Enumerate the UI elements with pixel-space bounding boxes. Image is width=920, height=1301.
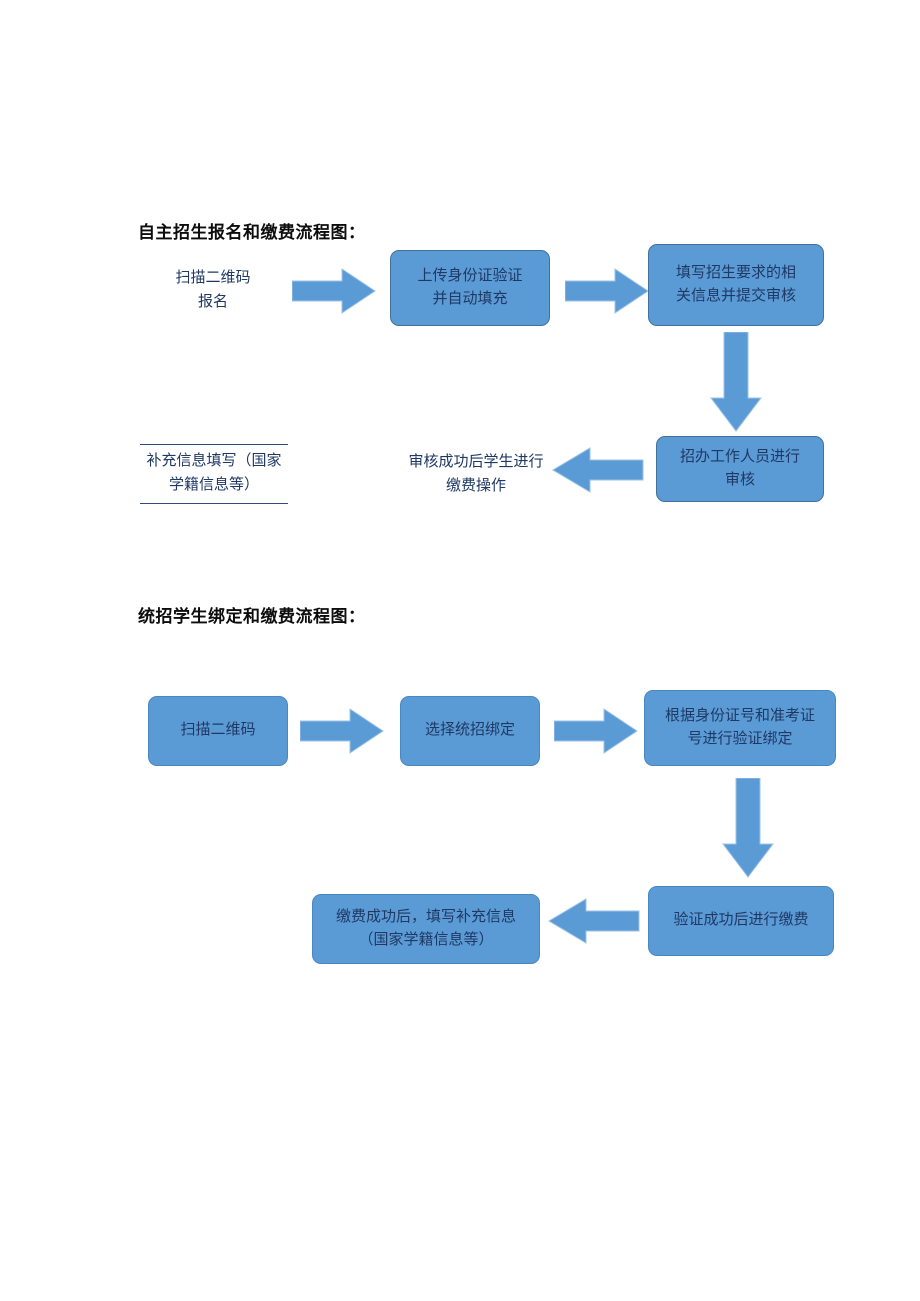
arrow-verify-to-pay: [722, 778, 774, 878]
box-supplement-info-unified-line2: （国家学籍信息等）: [358, 932, 494, 948]
box-fill-admission-info-line1: 填写招生要求的相: [675, 264, 796, 281]
box-fill-admission-info-line2: 关信息并提交审核: [675, 288, 796, 304]
node-pay-after-review: 审核成功后学生进行 缴费操作: [392, 450, 560, 499]
node-supplement-info-self: 补充信息填写（国家 学籍信息等）: [140, 444, 288, 504]
box-upload-id-verify: 上传身份证验证 并自动填充: [390, 250, 550, 326]
arrow-scan-to-choose: [300, 708, 384, 754]
node-scan-qr-signup: 扫描二维码 报名: [148, 266, 278, 315]
box-scan-qr: 扫描二维码: [148, 696, 288, 766]
box-staff-review: 招办工作人员进行 审核: [656, 436, 824, 502]
arrow-review-to-pay: [552, 447, 644, 493]
box-verify-binding: 根据身份证号和准考证 号进行验证绑定: [644, 690, 836, 766]
box-staff-review-line2: 审核: [724, 472, 755, 488]
box-choose-unified-binding-label: 选择统招绑定: [424, 722, 515, 739]
arrow-choose-to-verify: [554, 708, 638, 754]
node-supplement-info-self-line1: 补充信息填写（国家: [146, 453, 282, 469]
box-supplement-info-unified-line1: 缴费成功后，填写补充信息: [335, 908, 516, 925]
node-scan-qr-signup-line2: 报名: [197, 294, 228, 311]
box-supplement-info-unified: 缴费成功后，填写补充信息 （国家学籍信息等）: [312, 894, 540, 964]
arrow-fill-to-review: [710, 332, 762, 432]
node-supplement-info-self-line2: 学籍信息等）: [168, 477, 259, 494]
box-verify-binding-line1: 根据身份证号和准考证: [664, 707, 815, 724]
node-pay-after-review-line1: 审核成功后学生进行: [408, 454, 544, 470]
box-fill-admission-info: 填写招生要求的相 关信息并提交审核: [648, 244, 824, 326]
section-title-self-enrollment: 自主招生报名和缴费流程图：: [138, 223, 366, 242]
box-upload-id-verify-line1: 上传身份证验证: [417, 267, 523, 284]
arrow-scan-to-upload: [292, 268, 376, 314]
box-choose-unified-binding: 选择统招绑定: [400, 696, 540, 766]
box-pay-after-verify-label: 验证成功后进行缴费: [673, 912, 809, 929]
arrow-pay-to-supplement: [548, 898, 640, 944]
node-scan-qr-signup-line1: 扫描二维码: [175, 270, 251, 286]
box-verify-binding-line2: 号进行验证绑定: [687, 731, 793, 747]
box-scan-qr-label: 扫描二维码: [180, 722, 256, 739]
section-title-unified-enrollment: 统招学生绑定和缴费流程图：: [138, 607, 366, 626]
box-pay-after-verify: 验证成功后进行缴费: [648, 886, 834, 956]
box-staff-review-line1: 招办工作人员进行: [679, 448, 800, 465]
arrow-upload-to-fill: [565, 268, 649, 314]
box-upload-id-verify-line2: 并自动填充: [432, 291, 508, 307]
node-pay-after-review-line2: 缴费操作: [445, 478, 506, 495]
